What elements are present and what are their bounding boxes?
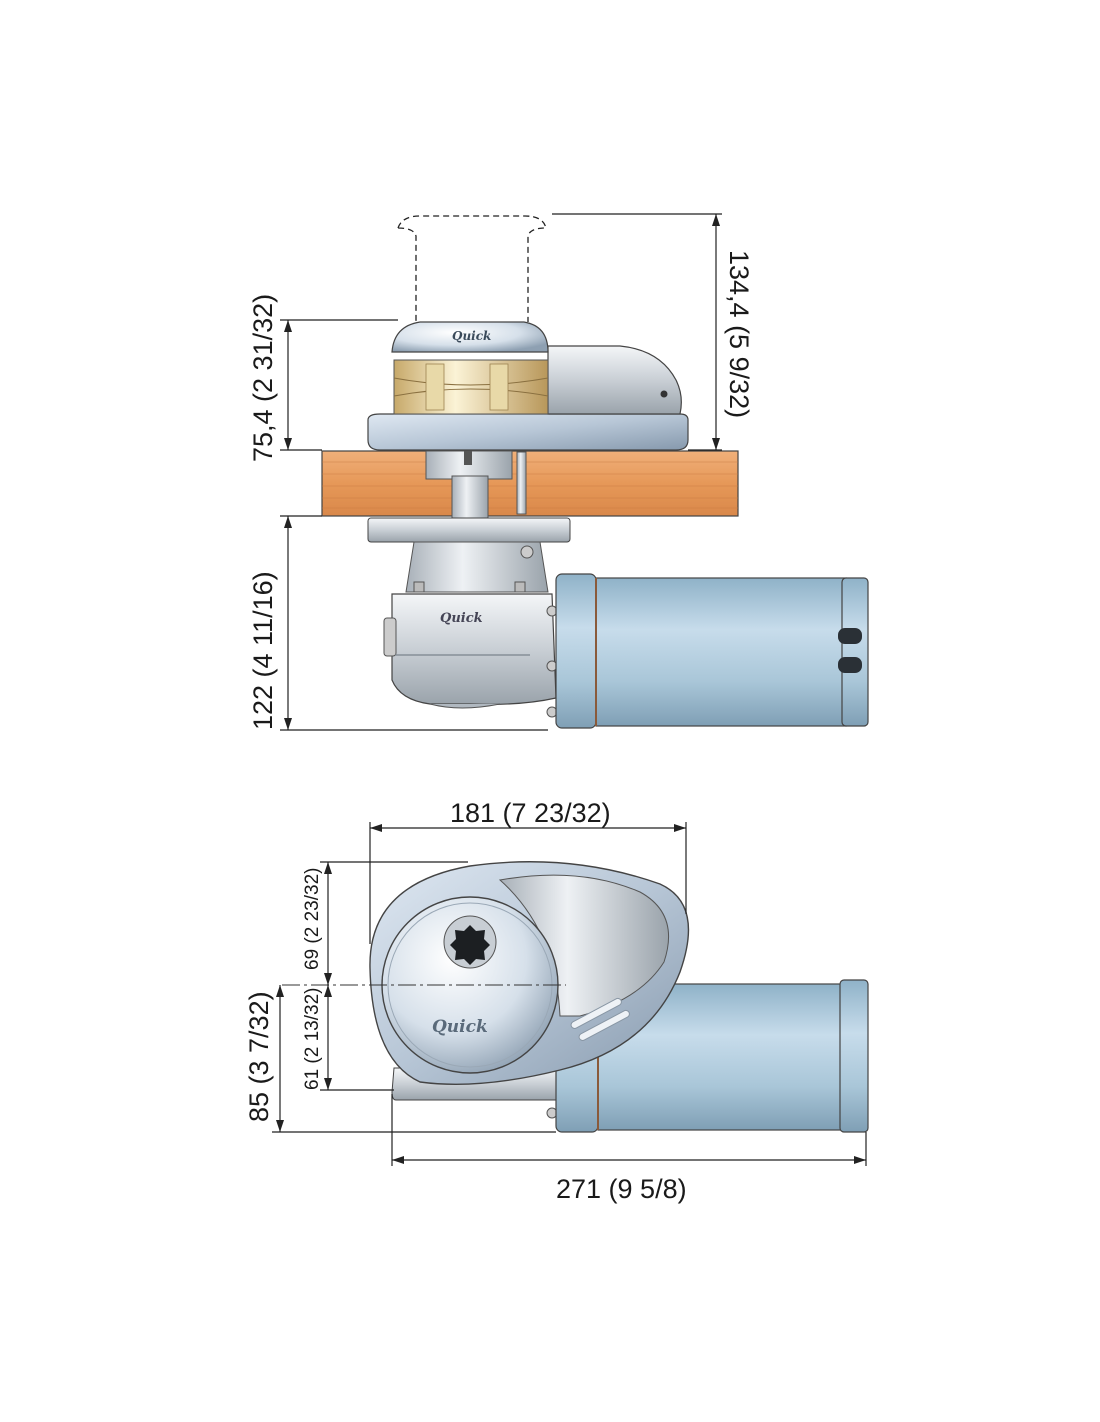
bolt-stud bbox=[516, 451, 527, 515]
base-housing bbox=[367, 413, 689, 451]
dim-overall-length: 271 (9 5/8) bbox=[556, 1174, 687, 1204]
side-view: Quick Quick bbox=[321, 215, 869, 729]
deck-plank bbox=[321, 450, 739, 517]
winch-handle-socket bbox=[443, 915, 497, 969]
dim-height-above-deck: 134,4 (5 9/32) bbox=[724, 250, 754, 418]
brand-logo-cap: Quick bbox=[452, 329, 491, 343]
brand-logo-gearbox: Quick bbox=[440, 611, 483, 626]
gypsy-chain-wheel bbox=[393, 359, 549, 415]
motor-flange bbox=[555, 573, 597, 729]
electric-motor bbox=[595, 577, 847, 727]
drum-cap bbox=[391, 321, 549, 353]
motor-end-cap bbox=[841, 577, 869, 727]
dim-motor-depth: 85 (3 7/32) bbox=[244, 991, 274, 1122]
chain-pipe-housing bbox=[547, 345, 682, 415]
dim-width-top: 181 (7 23/32) bbox=[450, 798, 611, 828]
side-dimensions: 134,4 (5 9/32) 75,4 (2 31/32) 122 (4 11/… bbox=[248, 213, 754, 731]
motor-end-cap-top bbox=[839, 979, 869, 1133]
top-dimensions: 181 (7 23/32) 69 (2 23/32) 61 (2 13/32) … bbox=[244, 798, 867, 1204]
gearbox-neck bbox=[405, 541, 549, 593]
dim-chain-wheel-height: 75,4 (2 31/32) bbox=[248, 294, 278, 462]
main-shaft bbox=[451, 475, 489, 519]
brand-logo-top: Quick bbox=[432, 1017, 488, 1037]
dim-rear-depth: 61 (2 13/32) bbox=[302, 988, 323, 1090]
under-deck-flange bbox=[367, 517, 571, 543]
raised-cap-outline bbox=[397, 215, 547, 322]
dim-front-depth: 69 (2 23/32) bbox=[302, 868, 323, 970]
dim-height-below-deck: 122 (4 11/16) bbox=[248, 571, 278, 730]
top-view: Quick bbox=[282, 861, 869, 1133]
chain-guide-fins bbox=[570, 997, 630, 1041]
